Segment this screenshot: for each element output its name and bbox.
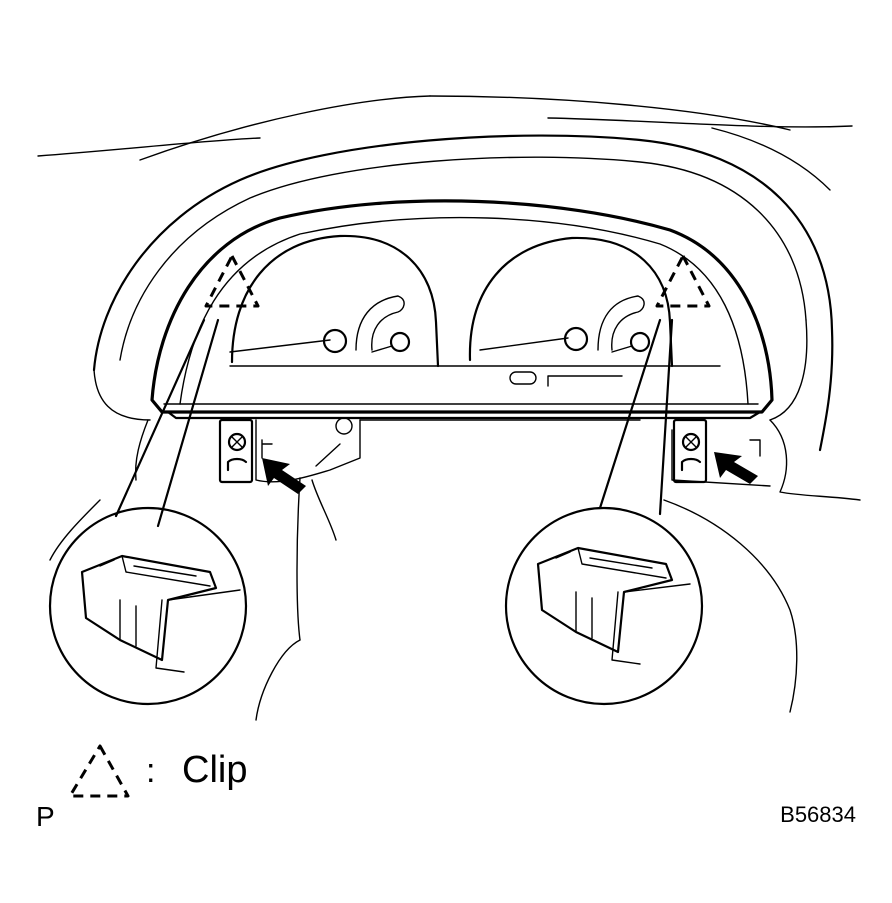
- legend-separator: :: [146, 752, 155, 790]
- screw-icon: [227, 432, 247, 452]
- dashed-triangle-icon: [68, 744, 130, 798]
- arrow-icon-left: [262, 458, 306, 494]
- magnifier-circle-left: [48, 506, 248, 706]
- magnifier-circle-right: [504, 506, 704, 706]
- left-gauge: [229, 234, 440, 368]
- lower-trim: [49, 410, 861, 721]
- screw-icon: [681, 432, 701, 452]
- view-marker: P: [36, 801, 55, 832]
- dashboard-top-lines: [37, 95, 853, 191]
- clip-marker-right: [655, 254, 711, 308]
- right-gauge: [468, 236, 674, 368]
- left-bracket: [218, 418, 273, 484]
- right-bracket: [672, 418, 761, 484]
- cluster-face: [150, 199, 774, 414]
- center-display: [229, 365, 721, 387]
- callout-leaders: [114, 318, 674, 528]
- clip-marker-left: [204, 254, 260, 308]
- figure-code: B56834: [780, 802, 856, 827]
- legend-label: Clip: [182, 749, 247, 791]
- cluster-hood: [92, 134, 834, 452]
- legend: : Clip: [68, 744, 247, 798]
- arrow-icon-right: [714, 452, 758, 484]
